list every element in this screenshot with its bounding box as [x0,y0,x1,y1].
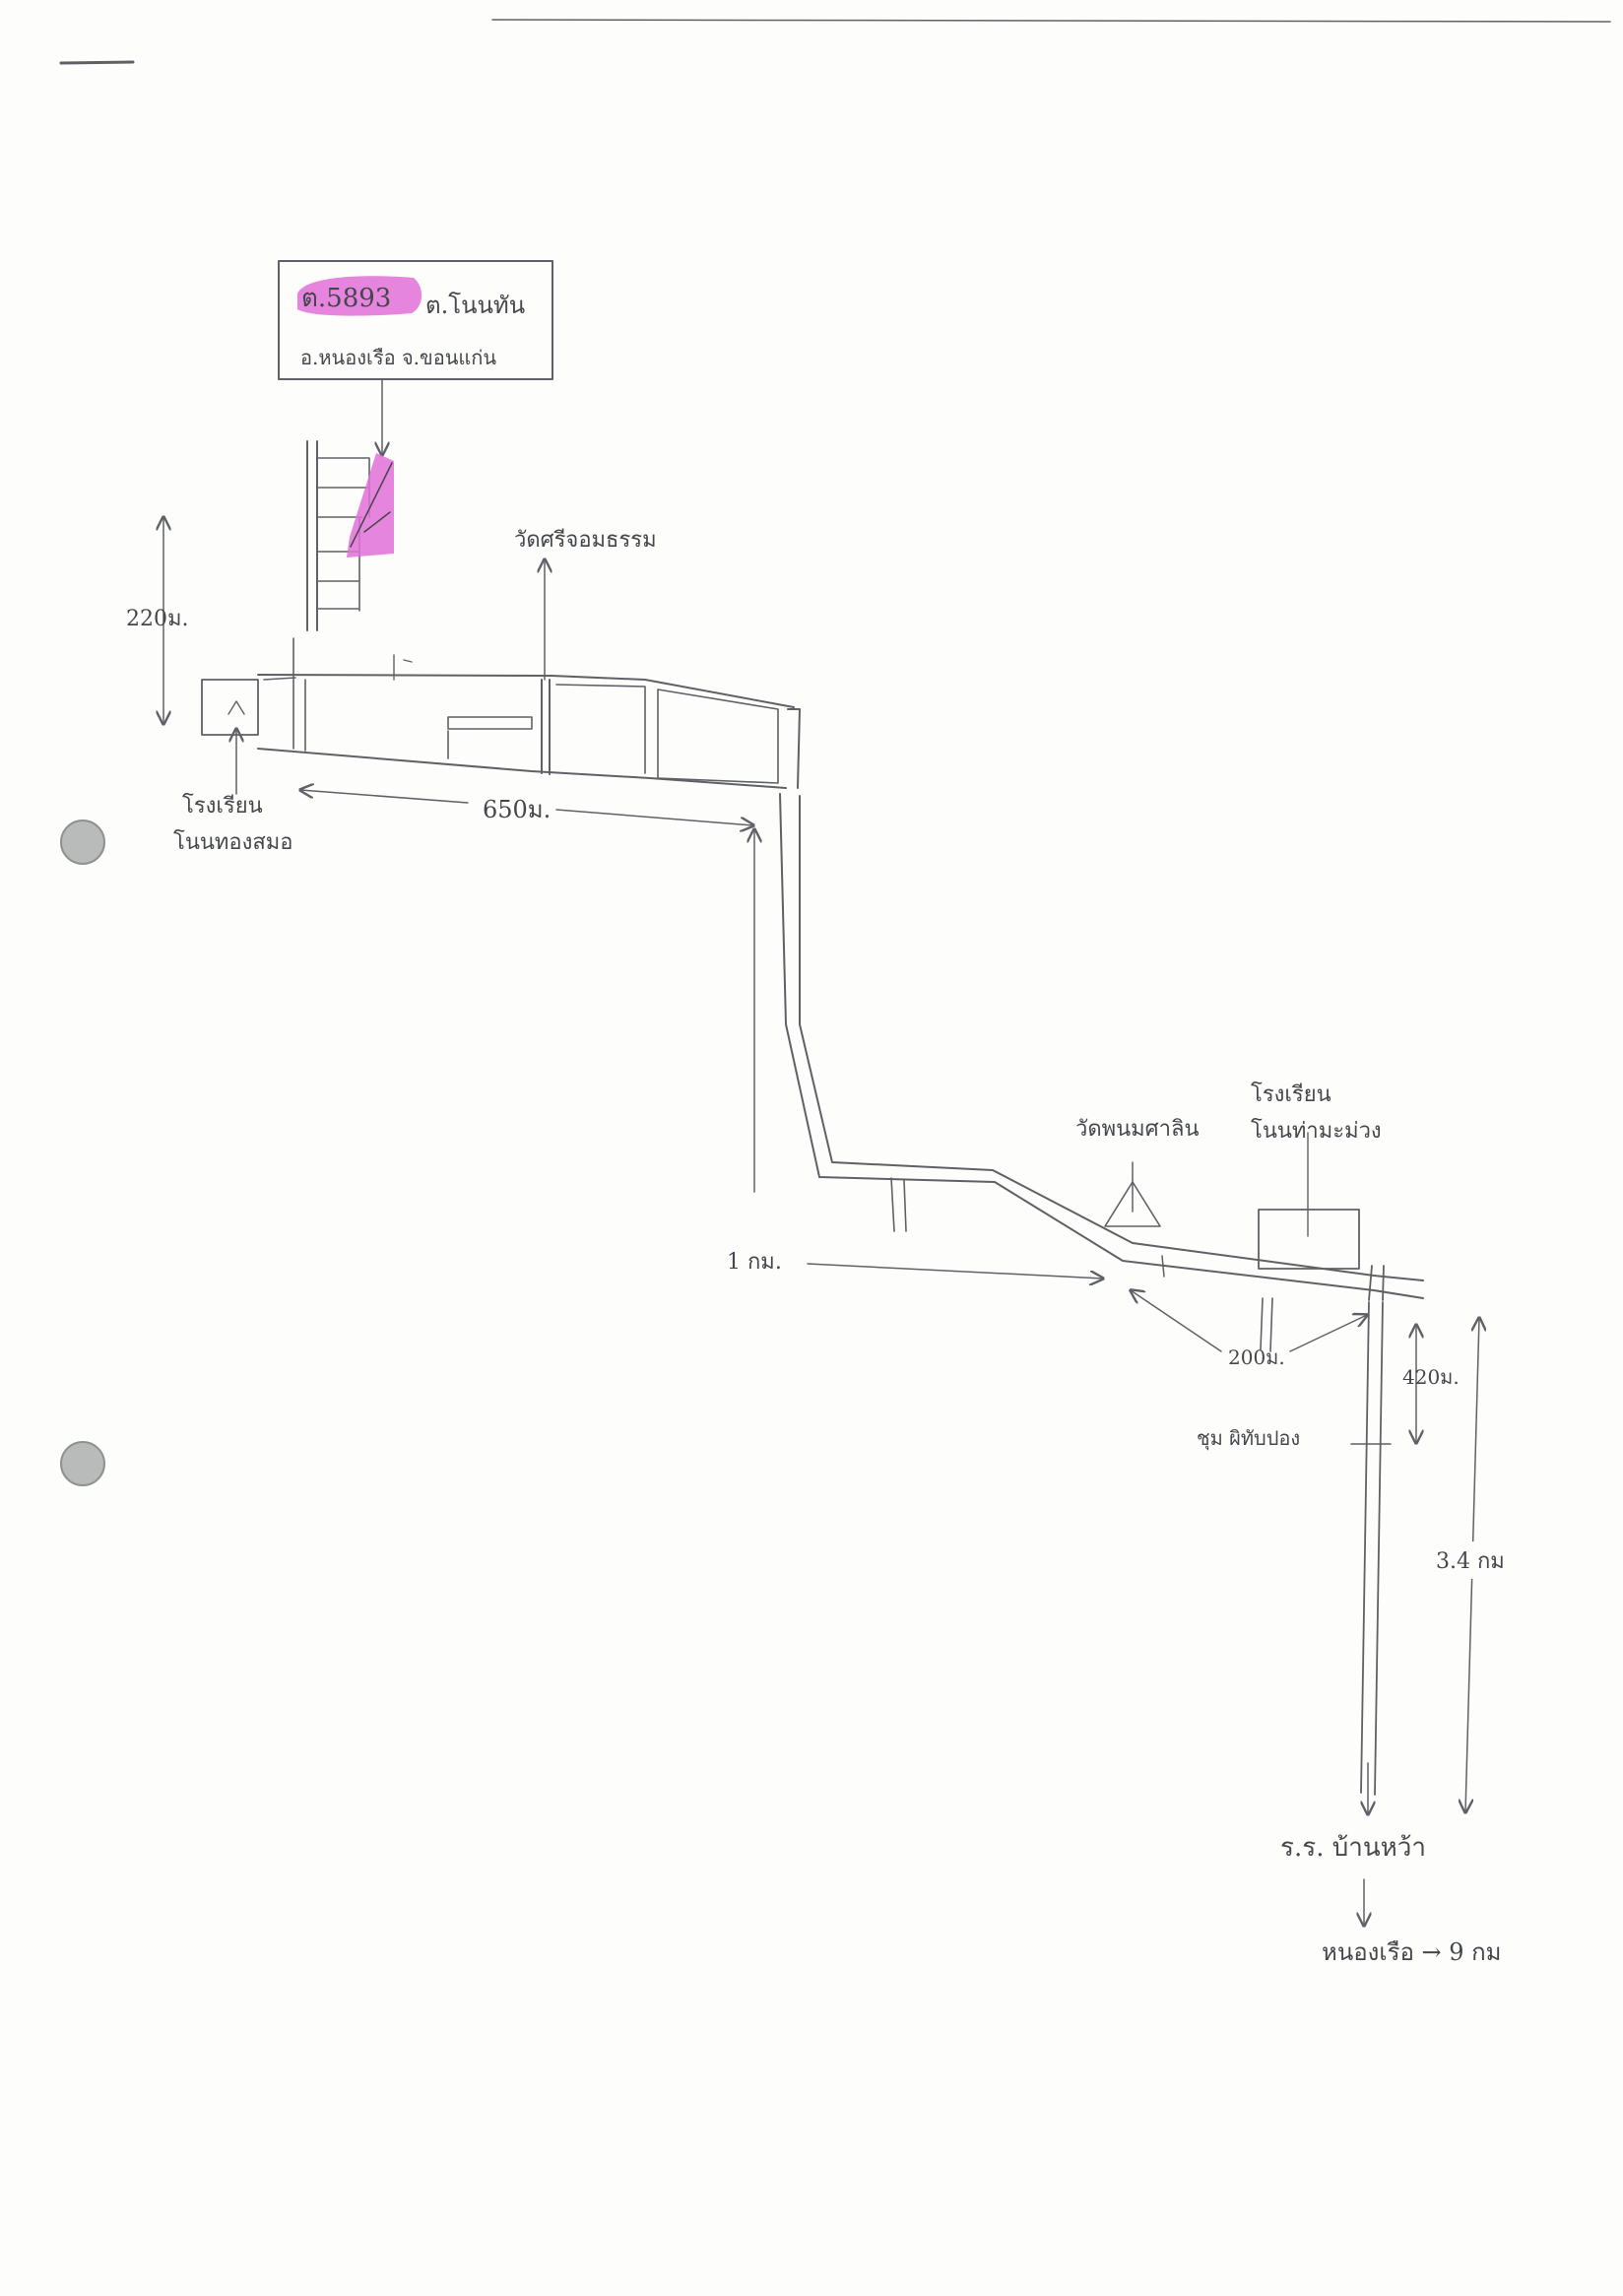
label-school-left-2: โนนทองสมอ [173,829,293,855]
label-temple-lower: วัดพนมศาลิน [1075,1117,1200,1142]
village-block [306,440,394,631]
distance-label-220m: 220ม. [126,607,189,631]
label-school-left-1: โรงเรียน [182,793,263,819]
distance-label-bg [1433,1542,1512,1579]
paper-top-edge [491,19,1611,23]
distance-arrow-1km-horizontal [807,1263,1103,1279]
label-destination: หนองเรือ → 9 กม [1322,1938,1501,1966]
distance-label-420m: 420ม. [1402,1365,1460,1389]
road-main-east-west [257,637,801,789]
school-right-box [1258,1209,1360,1270]
site-village: ต.โนนทัน [425,292,525,319]
punch-hole-bottom [60,1441,105,1486]
school-left-box [201,679,259,736]
site-info-box: ต.5893 ต.โนนทัน อ.หนองเรือ จ.ขอนแก่น [278,260,553,380]
label-school-right-2: โนนท่ามะม่วง [1251,1118,1382,1144]
triangle-temple-icon [1104,1181,1161,1227]
distance-label-200m: 200ม. [1228,1345,1285,1369]
distance-arrow-650m-right [555,809,753,825]
site-code-highlight [297,276,422,316]
distance-label-3-4km: 3.4 กม [1436,1549,1505,1574]
label-crossing: ชุม ผิทับปอง [1197,1426,1300,1451]
distance-label-650m: 650ม. [483,796,551,823]
distance-arrow-200m-right [1289,1315,1367,1352]
scribble-mark [59,60,135,65]
punch-hole-top [60,820,105,865]
label-school-right-1: โรงเรียน [1251,1082,1331,1107]
road-south [779,793,1424,1352]
distance-arrow-200m-left [1131,1290,1222,1352]
site-district: อ.หนองเรือ จ.ขอนแก่น [300,346,496,369]
road-to-station [1350,1265,1392,1796]
label-railway-station: ร.ร. บ้านหว้า [1280,1833,1426,1863]
site-code: ต.5893 [301,284,391,313]
distance-arrow-650m-left [300,790,469,804]
label-temple-top: วัดศรีจอมธรรม [514,528,657,553]
distance-label-1km: 1 กม. [727,1250,782,1275]
